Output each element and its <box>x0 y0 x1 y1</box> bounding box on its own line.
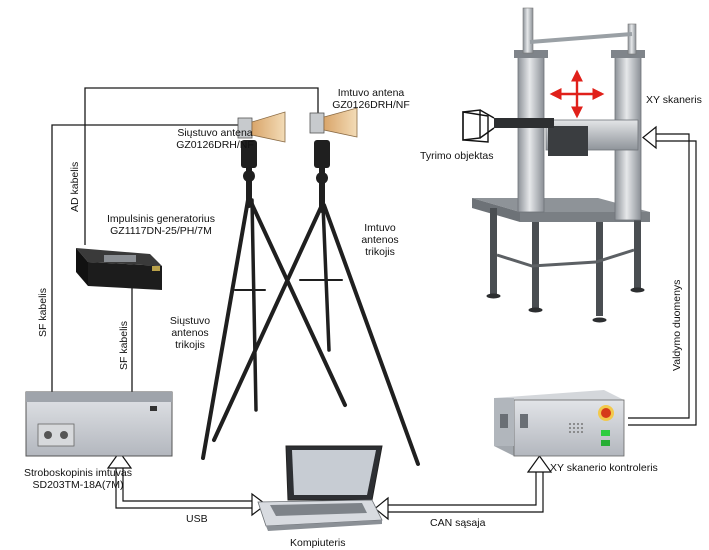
can-link <box>374 454 553 521</box>
rx-tripod-label: Imtuvo antenos trikojis <box>361 222 399 258</box>
motion-arrows <box>549 69 605 119</box>
ad-cable-label: AD kabelis <box>69 161 81 212</box>
usb-label: USB <box>186 513 208 525</box>
sf-cable-mid-label: SF kabelis <box>118 320 130 370</box>
pulse-generator <box>76 248 162 290</box>
tx-tripod-label: Siųstuvo antenos trikojis <box>169 315 211 351</box>
vent-grille <box>569 423 583 433</box>
rx-antenna-label: Imtuvo antena GZ0126DRH/NF <box>332 87 410 111</box>
control-data-link <box>628 125 697 426</box>
ad-cable <box>84 87 319 245</box>
rx-horn-antenna <box>309 107 358 138</box>
laptop <box>257 445 383 531</box>
sf-cable-left <box>51 124 240 392</box>
xy-scanner-label: XY skaneris <box>646 94 702 106</box>
tx-antenna-label: Siųstuvo antena GZ0126DRH/NF <box>176 127 254 151</box>
sf-cable-left-label: SF kabelis <box>37 287 49 337</box>
stroboscopic-receiver <box>25 391 173 457</box>
receiver-label: Stroboskopinis imtuvas SD203TM-18A(7M) <box>24 467 132 491</box>
rx-tripod <box>212 147 420 466</box>
pulse-generator-label: Impulsinis generatorius GZ1117DN-25/PH/7… <box>107 213 215 237</box>
xy-scanner <box>462 7 650 323</box>
status-led-icon <box>601 430 610 436</box>
usb-link <box>106 450 267 517</box>
controller-label: XY skanerio kontroleris <box>550 462 658 474</box>
xy-controller <box>494 390 625 457</box>
test-object-label: Tyrimo objektas <box>420 150 494 162</box>
tx-horn-antenna <box>237 111 286 143</box>
tripod-heads <box>241 140 330 184</box>
can-bus-label: CAN sąsaja <box>430 517 486 529</box>
control-data-label: Valdymo duomenys <box>671 279 683 371</box>
computer-label: Kompiuteris <box>290 537 346 549</box>
test-object-box <box>462 109 495 143</box>
